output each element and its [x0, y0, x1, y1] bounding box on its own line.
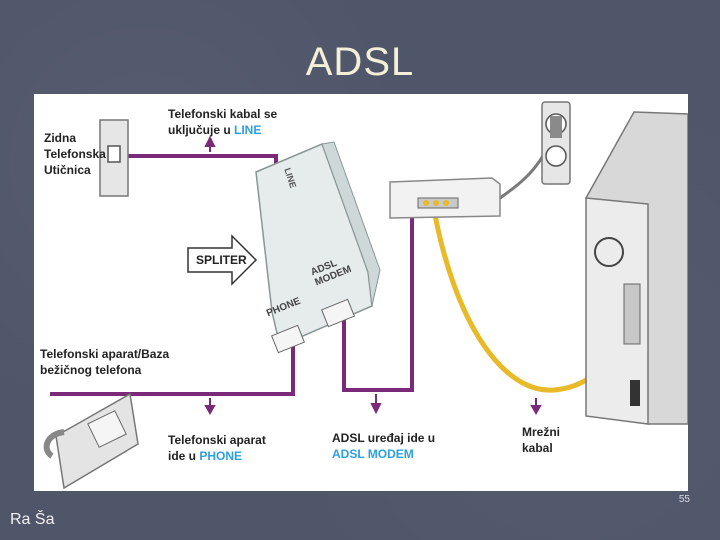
line-note: Telefonski kabal se uključuje u LINE	[168, 106, 277, 138]
computer-tower	[585, 111, 688, 425]
splitter-to-phone-cable	[50, 332, 295, 396]
phone-note-line2: ide u PHONE	[168, 448, 266, 464]
phone-note-prefix: ide u	[168, 449, 200, 463]
note-arrows	[204, 135, 542, 416]
author-label: Ra Ša	[10, 511, 55, 528]
wall-socket-line1: Zidna	[44, 131, 76, 145]
splitter-device	[255, 141, 381, 354]
line-note-prefix: uključuje u	[168, 123, 235, 137]
slide-title: ADSL	[305, 40, 415, 84]
phone-base-line1: Telefonski aparat/Baza	[40, 347, 170, 361]
line-note-line1: Telefonski kabal se	[168, 107, 278, 121]
spliter-arrow	[187, 234, 258, 286]
line-note-highlight: LINE	[234, 123, 262, 137]
adsl-modem	[389, 177, 501, 219]
power-outlet	[541, 101, 571, 185]
wall-socket	[99, 119, 129, 197]
wall-socket-line3: Utičnica	[44, 163, 91, 177]
network-note-line1: Mrežni	[522, 425, 561, 439]
spliter-label: SPLITER	[196, 253, 247, 267]
page-number: 55	[678, 494, 690, 505]
wall-socket-label: Zidna Telefonska Utičnica	[44, 130, 106, 178]
network-note-line2: kabal	[522, 441, 553, 455]
splitter-to-modem-cable	[342, 204, 414, 392]
phone-note-highlight: PHONE	[199, 449, 243, 463]
wall-to-splitter-cable	[114, 154, 278, 170]
network-note: Mrežni kabal	[522, 424, 560, 456]
modem-note-line1: ADSL uređaj ide u	[332, 431, 436, 445]
adsl-diagram: Zidna Telefonska Utičnica Telefonski kab…	[34, 94, 688, 491]
telephone	[43, 392, 139, 490]
wall-socket-line2: Telefonska	[44, 147, 106, 161]
modem-note: ADSL uređaj ide u ADSL MODEM	[332, 430, 435, 462]
phone-note: Telefonski aparat ide u PHONE	[168, 432, 266, 464]
phone-base-label: Telefonski aparat/Baza bežičnog telefona	[40, 346, 169, 378]
modem-note-highlight: ADSL MODEM	[332, 447, 414, 461]
phone-base-line2: bežičnog telefona	[40, 363, 142, 377]
line-note-line2: uključuje u LINE	[168, 122, 277, 138]
diagram-canvas	[43, 101, 688, 490]
phone-note-line1: Telefonski aparat	[168, 433, 266, 447]
